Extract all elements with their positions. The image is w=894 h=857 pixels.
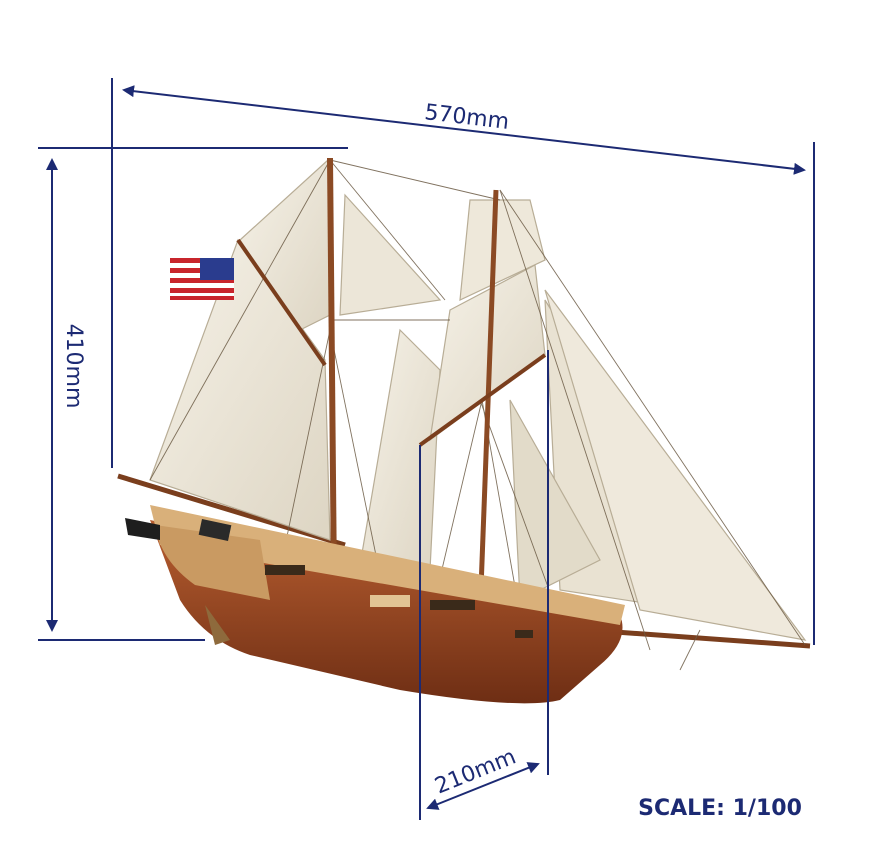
ship-model xyxy=(117,157,811,704)
rudder xyxy=(205,605,230,645)
stern-cabin xyxy=(155,525,270,600)
deck-rail xyxy=(150,505,625,625)
main-mast xyxy=(327,157,337,586)
stern-window xyxy=(198,519,232,541)
main-boom xyxy=(117,473,346,548)
gaff xyxy=(236,238,327,367)
beam-label: 210mm xyxy=(432,744,520,799)
height-label: 410mm xyxy=(61,324,86,409)
length-label: 570mm xyxy=(423,100,510,135)
fore-staysail xyxy=(509,399,601,601)
us-flag-icon xyxy=(170,258,234,300)
stern-cannon xyxy=(125,518,160,540)
deck-details xyxy=(265,565,533,638)
fore-mast xyxy=(477,189,499,616)
beam-arrow xyxy=(426,762,540,810)
scale-label: SCALE: 1/100 xyxy=(638,796,802,821)
jib-outer xyxy=(544,289,807,641)
fore-gaff xyxy=(418,353,547,447)
length-arrow xyxy=(122,85,806,175)
main-staysail xyxy=(339,193,442,316)
dimension-lines xyxy=(38,78,815,820)
